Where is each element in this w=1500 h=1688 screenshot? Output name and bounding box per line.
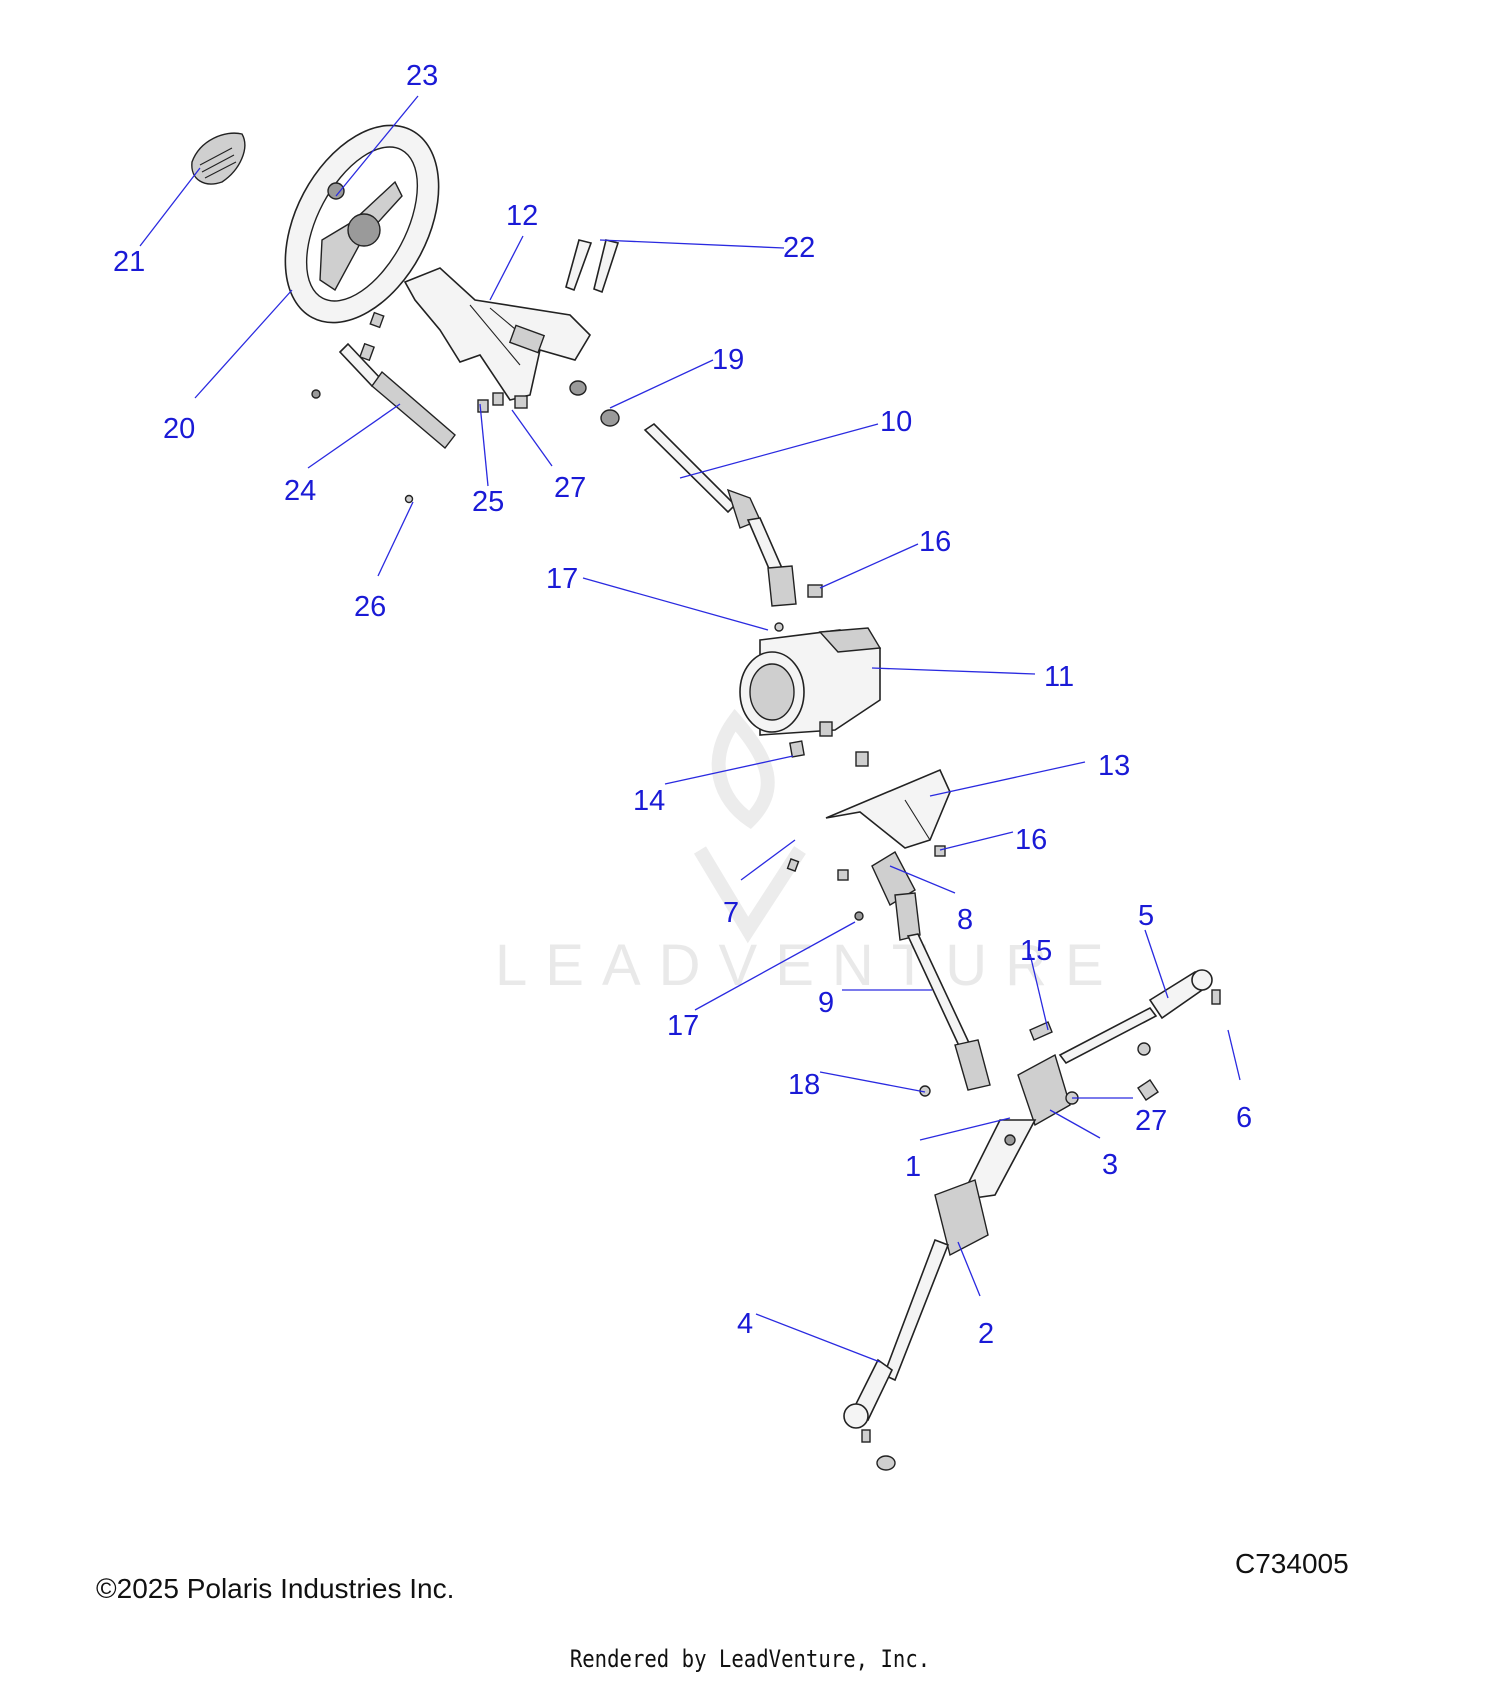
column-hardware[interactable] (311, 311, 620, 504)
callout-18[interactable]: 18 (788, 1069, 820, 1101)
part-5-tie-rod-end[interactable] (1137, 969, 1221, 1101)
callout-8[interactable]: 8 (957, 904, 973, 936)
steering-rack-assembly[interactable] (882, 1006, 1158, 1382)
callout-25[interactable]: 25 (472, 486, 504, 518)
part-4-tie-rod-end-lower[interactable] (843, 1358, 896, 1471)
callout-6[interactable]: 6 (1236, 1102, 1252, 1134)
diagram-code: C734005 (1235, 1548, 1349, 1579)
callout-10[interactable]: 10 (880, 406, 912, 438)
part-12-steering-column-bracket[interactable] (403, 267, 592, 401)
callout-19[interactable]: 19 (712, 344, 744, 376)
callout-17-upper[interactable]: 17 (546, 563, 578, 595)
callout-27-upper[interactable]: 27 (554, 472, 586, 504)
callout-17-lower[interactable]: 17 (667, 1010, 699, 1042)
part-20-steering-wheel[interactable] (254, 99, 470, 348)
part-13-mounting-bracket[interactable] (825, 768, 951, 849)
callout-11[interactable]: 11 (1044, 661, 1074, 693)
callout-13[interactable]: 13 (1098, 750, 1130, 782)
watermark: LEADVENTURE (495, 708, 1122, 998)
callout-9[interactable]: 9 (818, 987, 834, 1019)
callout-27-lower[interactable]: 27 (1135, 1105, 1167, 1137)
callout-16-upper[interactable]: 16 (919, 526, 951, 558)
part-22-bolts[interactable] (565, 239, 620, 294)
callout-22[interactable]: 22 (783, 232, 815, 264)
callout-12[interactable]: 12 (506, 200, 538, 232)
callout-4[interactable]: 4 (737, 1308, 753, 1340)
part-9-intermediate-shaft[interactable] (854, 892, 991, 1097)
callout-24[interactable]: 24 (284, 475, 316, 507)
callout-16-lower[interactable]: 16 (1015, 824, 1047, 856)
leader-lines (139, 95, 1241, 1363)
callout-5[interactable]: 5 (1138, 900, 1154, 932)
copyright-notice: ©2025 Polaris Industries Inc. (96, 1573, 455, 1604)
callout-26[interactable]: 26 (354, 591, 386, 623)
callout-14[interactable]: 14 (633, 785, 665, 817)
callout-20[interactable]: 20 (163, 413, 195, 445)
callout-21[interactable]: 21 (113, 246, 145, 278)
callout-numbers: 23 21 12 22 19 10 20 24 25 27 16 17 26 1… (113, 60, 1252, 1350)
callout-7[interactable]: 7 (723, 897, 739, 929)
part-15-bolt[interactable] (1029, 1021, 1053, 1041)
watermark-text: LEADVENTURE (495, 933, 1122, 998)
part-8-boot-cover[interactable] (786, 845, 946, 907)
callout-3[interactable]: 3 (1102, 1149, 1118, 1181)
part-11-power-steering-unit[interactable] (739, 622, 882, 737)
part-10-upper-steering-shaft[interactable] (643, 422, 823, 607)
part-21-horn-cap[interactable] (191, 132, 246, 185)
part-24-gas-strut[interactable] (338, 342, 456, 450)
part-14-bolt[interactable] (789, 740, 869, 767)
callout-2[interactable]: 2 (978, 1318, 994, 1350)
rendered-by-credit: Rendered by LeadVenture, Inc. (569, 1645, 931, 1673)
callout-23[interactable]: 23 (406, 60, 438, 92)
callout-1[interactable]: 1 (905, 1151, 921, 1183)
callout-15[interactable]: 15 (1020, 935, 1052, 967)
